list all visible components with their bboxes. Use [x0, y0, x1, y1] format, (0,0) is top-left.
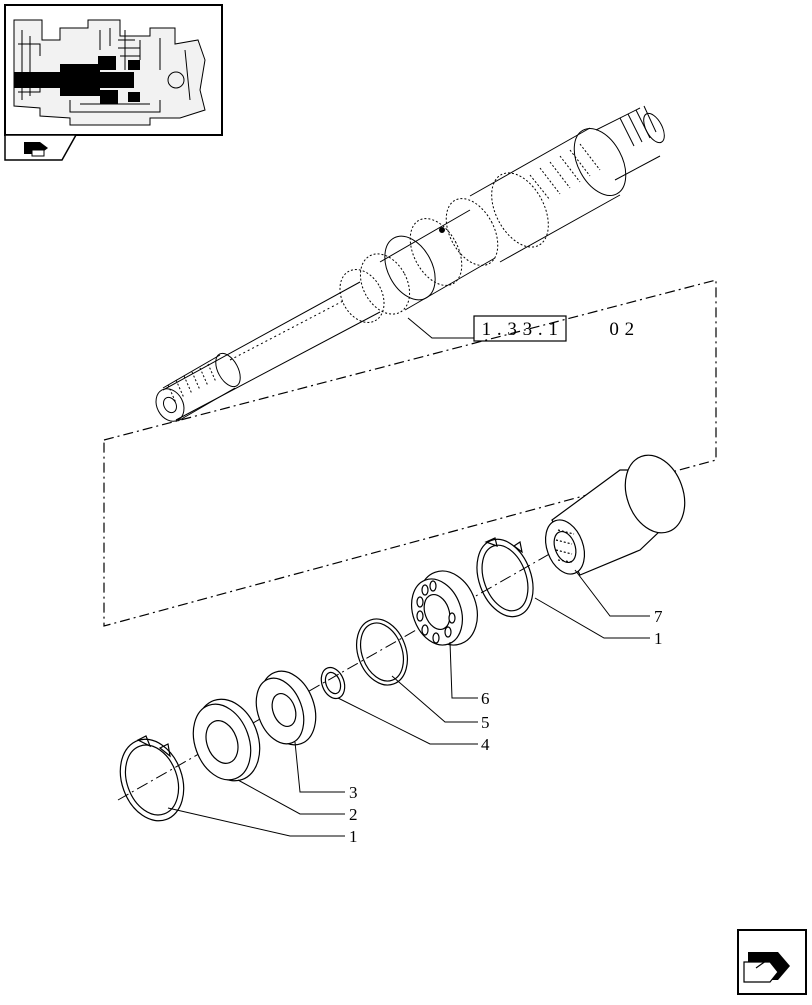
part-2-washer	[192, 698, 261, 782]
main-shaft-drawing	[155, 105, 665, 422]
part-1-snap-ring-left	[119, 735, 185, 822]
reference-box	[473, 315, 567, 342]
reference-suffix: 0 2	[609, 319, 634, 340]
callout-part-1-left: 1	[349, 827, 358, 846]
callout-part-5: 5	[481, 713, 490, 732]
next-page-arrow-icon[interactable]	[737, 929, 807, 995]
callout-part-7: 7	[654, 607, 663, 626]
callout-part-3: 3	[349, 783, 358, 802]
reference-box-label[interactable]: 1 . 3 3 . 1	[482, 319, 559, 340]
callout-part-6: 6	[481, 689, 490, 708]
transmission-cutaway-thumbnail[interactable]	[4, 4, 223, 136]
reference-callout: 1 . 3 3 . 1 0 2	[407, 315, 634, 342]
callout-part-1-right: 1	[654, 629, 663, 648]
part-4-circlip	[320, 666, 346, 700]
callout-part-2: 2	[349, 805, 358, 824]
part-1-snap-ring-right	[476, 537, 534, 618]
assembly-boundary-dashed	[103, 279, 717, 627]
leader-lines	[167, 569, 650, 837]
callout-numbers: 1 2 3 4 5 6 1 7	[349, 607, 663, 846]
part-6-needle-bearing	[411, 570, 478, 646]
part-3-seal	[255, 670, 317, 746]
callout-part-4: 4	[481, 735, 490, 754]
part-5-o-ring	[356, 618, 408, 686]
section-back-icon[interactable]	[4, 134, 78, 161]
part-7-sleeve	[544, 454, 686, 576]
assembly-axis-line	[117, 547, 561, 801]
